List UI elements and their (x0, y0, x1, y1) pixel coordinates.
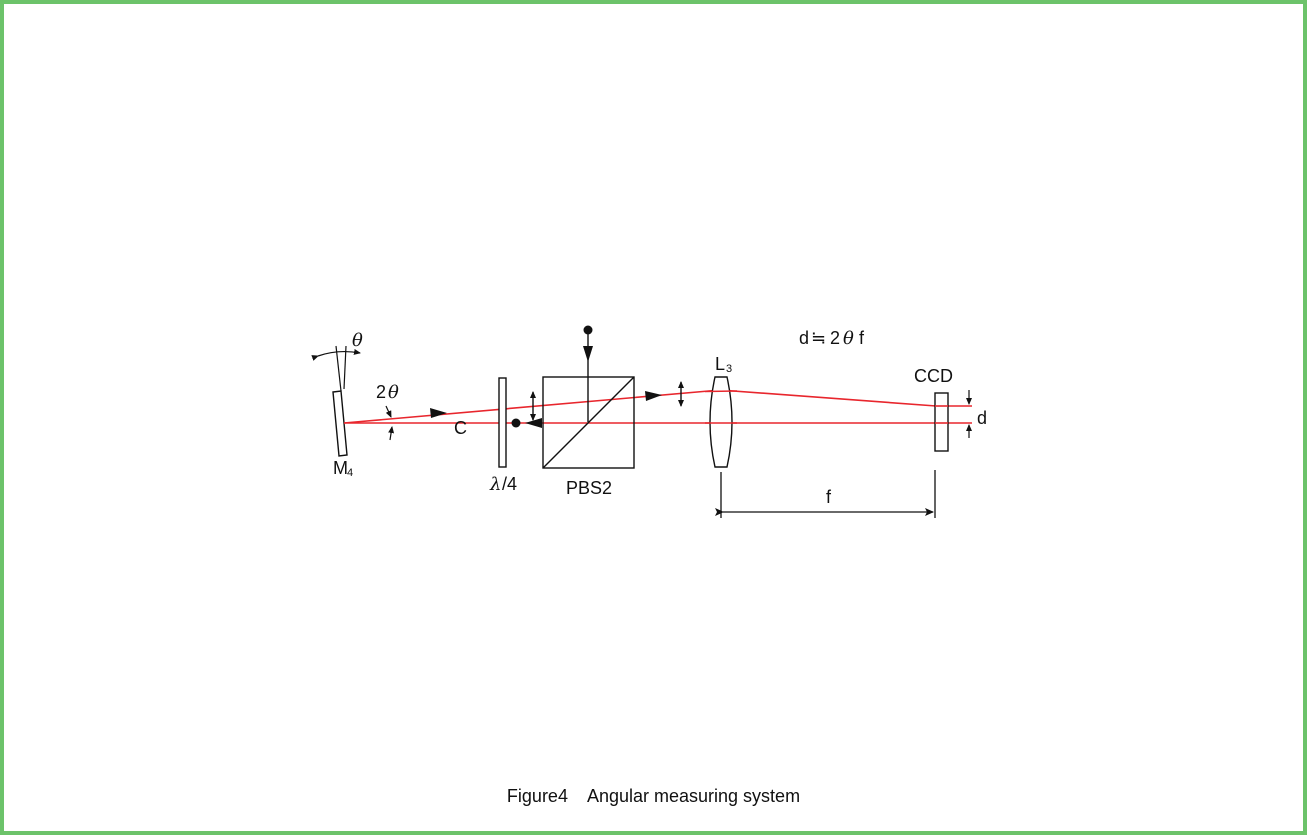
formula-approx: ≒ (811, 328, 826, 348)
beam-arrow-upper-right (645, 391, 662, 401)
quarter-wave-plate (498, 377, 507, 468)
formula-theta: θ (843, 328, 854, 349)
two-label: 2 (376, 382, 386, 402)
ccd-sensor (934, 392, 949, 452)
focal-length-dimension (715, 470, 936, 518)
formula-d: d (799, 328, 809, 348)
quarter-label: /4 (502, 474, 517, 494)
mirror-label: M (333, 458, 348, 478)
lambda-label: λ (489, 474, 501, 495)
mirror-m4 (332, 345, 348, 457)
pbs-label: PBS2 (566, 478, 612, 498)
mirror-subscript: 4 (347, 467, 353, 479)
formula-f: f (859, 328, 865, 348)
input-beam-arrow (583, 346, 593, 362)
two-theta-label: θ (388, 382, 399, 403)
polarization-dot (511, 418, 521, 428)
theta-arc (311, 348, 361, 361)
caption-figure-number: Figure4 (506, 786, 568, 806)
beam-paths (343, 389, 972, 424)
ccd-label: CCD (914, 366, 953, 386)
circular-polarization-mark: C (454, 418, 467, 438)
input-beam-dot (583, 325, 593, 335)
two-theta-arrow-bottom (388, 426, 395, 441)
caption-title: Angular measuring system (586, 786, 801, 806)
lens-label: L (715, 354, 725, 374)
beam-arrow-return (525, 418, 542, 428)
figure-caption: Figure4 Angular measuring system (0, 786, 1307, 807)
d-label: d (977, 408, 987, 428)
lens-l3 (709, 376, 733, 468)
formula: d ≒ 2 θ f (799, 328, 865, 349)
two-theta-arrow-top (385, 405, 392, 418)
beam-arrow-upper-left (430, 408, 447, 418)
formula-two: 2 (830, 328, 840, 348)
f-label: f (826, 487, 832, 507)
lens-subscript: 3 (726, 363, 732, 375)
theta-label: θ (352, 330, 363, 351)
